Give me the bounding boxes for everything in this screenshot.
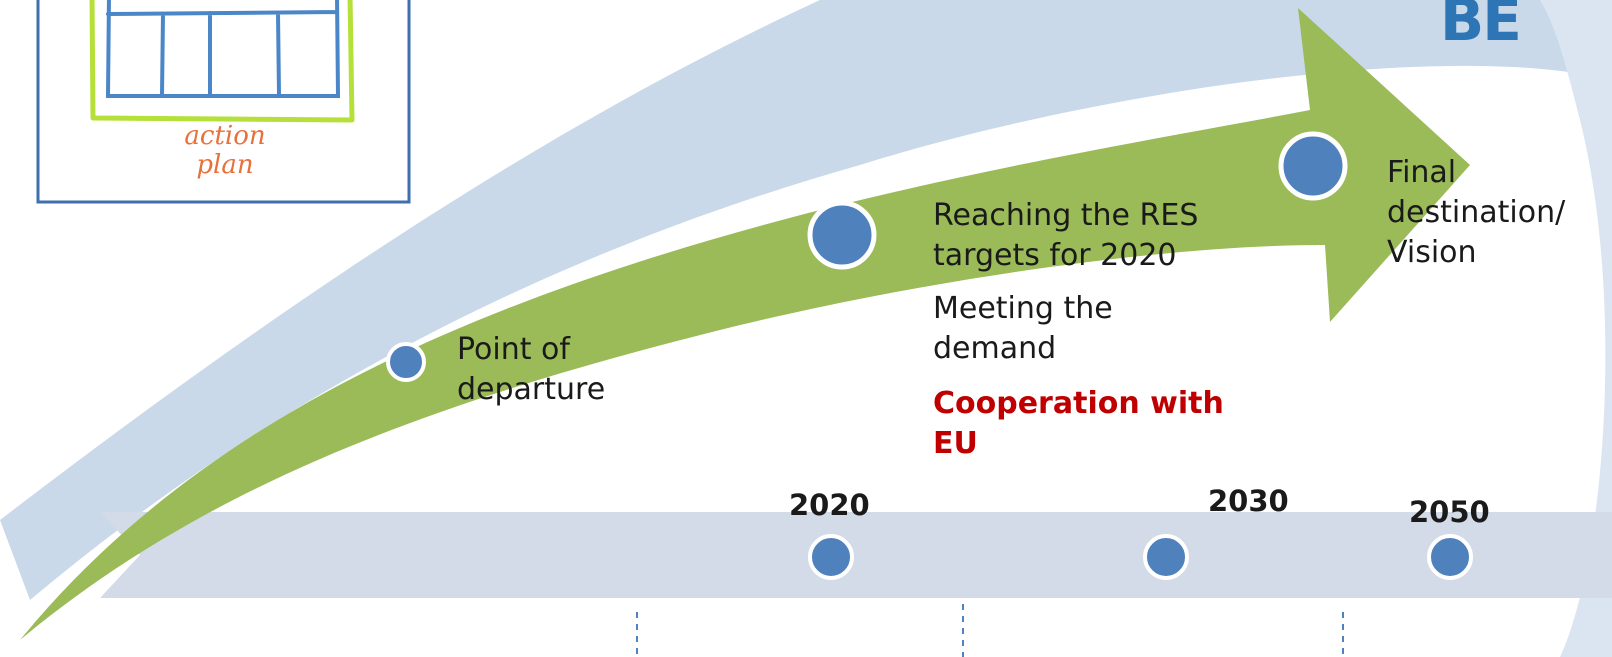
label-meeting-demand: Meeting the demand	[933, 289, 1113, 369]
label-point-of-departure: Point of departure	[457, 330, 605, 410]
label-line: EU	[933, 425, 978, 461]
timeline-dot-2020	[808, 534, 854, 580]
year-2030: 2030	[1208, 484, 1289, 518]
brand-text: BE	[1440, 0, 1522, 54]
background-swoosh-right	[1540, 0, 1612, 657]
label-line: Point of	[457, 332, 570, 367]
label-cooperation-eu: Cooperation with EU	[933, 384, 1224, 464]
label-line: destination/	[1387, 194, 1566, 230]
timeline-band	[100, 512, 1612, 598]
action-plan-sketch	[36, 0, 411, 204]
milestone-dot-vision	[1278, 131, 1348, 201]
progress-arrow	[20, 8, 1470, 640]
timeline-dot-2030	[1143, 534, 1189, 580]
year-2050: 2050	[1409, 495, 1490, 529]
label-line: Vision	[1387, 234, 1477, 270]
sketch-grid	[105, 0, 341, 98]
year-2020: 2020	[789, 488, 870, 522]
label-line: demand	[933, 330, 1057, 366]
label-line: Final	[1387, 155, 1457, 190]
label-line: Cooperation with	[933, 386, 1224, 421]
milestone-dot-2020-target	[807, 200, 877, 270]
background-swoosh	[0, 0, 1612, 600]
label-res-targets: Reaching the RES targets for 2020	[933, 196, 1198, 276]
milestone-dot-departure	[386, 342, 426, 382]
sketch-caption: action plan	[184, 121, 266, 180]
label-line: Reaching the RES	[933, 198, 1199, 233]
label-line: departure	[457, 371, 606, 407]
label-line: Meeting the	[933, 291, 1113, 326]
timeline-dot-2050	[1427, 534, 1473, 580]
label-final-vision: Final destination/ Vision	[1387, 153, 1565, 273]
sketch-outer-frame	[89, 0, 355, 123]
label-line: targets for 2020	[933, 237, 1177, 273]
